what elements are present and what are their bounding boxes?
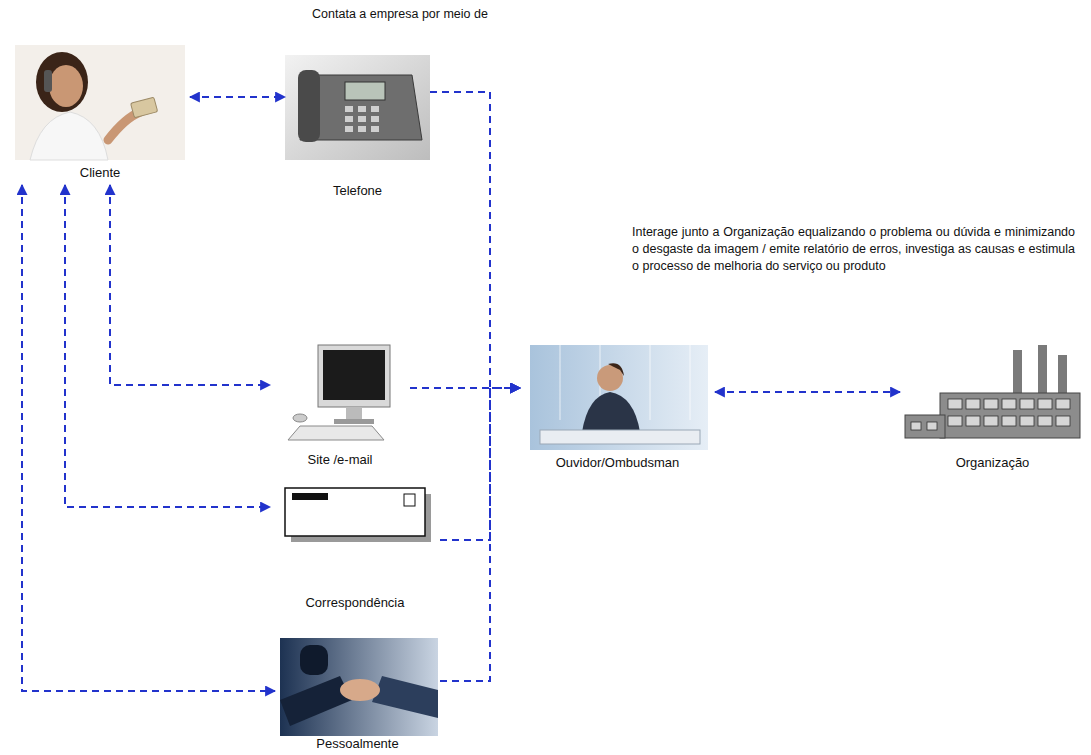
ombudsman-picture	[530, 345, 708, 450]
node-label: Telefone	[285, 183, 430, 199]
node-label: Organização	[900, 455, 1085, 471]
dashed-connector	[715, 391, 900, 393]
node-label: Cliente	[10, 165, 190, 181]
dashed-connector	[440, 388, 520, 681]
node-label: Ouvidor/Ombudsman	[520, 455, 715, 471]
picture-node: Telefone	[285, 55, 430, 205]
node-label: Pessoalmente	[275, 736, 440, 752]
description-note: Interage junto a Organização equalizando…	[632, 224, 1075, 275]
picture-node: Site /e-mail	[270, 340, 410, 470]
node-label: Correspondência	[270, 595, 440, 611]
node-label: Site /e-mail	[270, 452, 410, 468]
picture-node: Pessoalmente	[275, 636, 440, 753]
dashed-connector	[430, 92, 520, 388]
client-photo	[15, 45, 185, 160]
handshake-picture	[280, 638, 438, 736]
dashed-connector	[110, 185, 270, 385]
dashed-connector	[65, 185, 270, 507]
envelope-picture	[285, 488, 431, 542]
telephone-picture	[285, 55, 430, 160]
dashed-connector	[190, 96, 285, 98]
picture-node: Cliente	[10, 45, 190, 185]
factory-picture	[905, 345, 1080, 438]
dashed-connector	[410, 387, 520, 389]
dashed-connector	[22, 185, 275, 691]
picture-node: Ouvidor/Ombudsman	[520, 345, 715, 473]
dashed-connector	[440, 388, 520, 540]
picture-node: Correspondência	[270, 485, 440, 615]
computer-picture	[288, 345, 390, 440]
picture-node: Organização	[900, 345, 1085, 473]
heading-note: Contata a empresa por meio de	[290, 6, 510, 23]
